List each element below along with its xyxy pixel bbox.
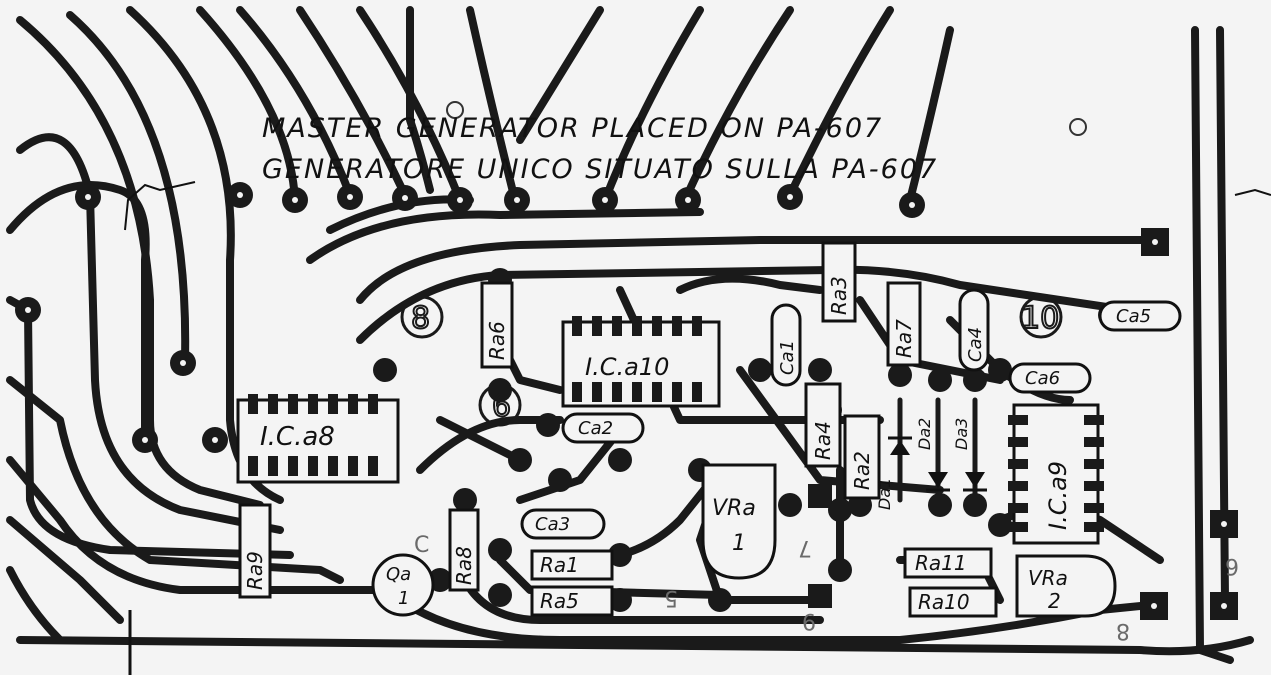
ic-a9-label: I.C.a9: [1044, 461, 1072, 530]
board-number-9: 9: [492, 386, 511, 421]
resistor-ra5: Ra5: [530, 585, 614, 617]
capacitor-ca4: Ca4: [958, 288, 990, 372]
ic-a9: I.C.a9: [1008, 403, 1104, 545]
svg-text:Ra10: Ra10: [918, 590, 970, 614]
svg-text:Ra1: Ra1: [540, 553, 579, 577]
title-line-english: MASTER GENERATOR PLACED ON PA-607: [262, 113, 883, 144]
diode-da2: Da2: [915, 397, 950, 503]
svg-text:6: 6: [1225, 553, 1239, 578]
svg-text:Ra5: Ra5: [540, 589, 579, 613]
diode-da1: Da1: [875, 397, 912, 510]
svg-text:Ra7: Ra7: [892, 319, 916, 358]
svg-text:2: 2: [1048, 589, 1061, 613]
svg-text:Ca4: Ca4: [965, 327, 986, 362]
ic-a10-label: I.C.a10: [585, 353, 669, 381]
svg-text:Ca3: Ca3: [535, 514, 570, 535]
svg-text:Ca5: Ca5: [1116, 306, 1151, 327]
svg-text:Da1: Da1: [875, 478, 894, 510]
resistor-ra3: Ra3: [821, 241, 857, 323]
board-numbers: 8 9 10: [400, 295, 1063, 427]
resistor-ra7: Ra7: [886, 281, 922, 367]
resistor-ra10: Ra10: [908, 586, 998, 618]
svg-text:Ra3: Ra3: [827, 276, 851, 315]
svg-text:5: 5: [664, 585, 678, 610]
board-number-8: 8: [411, 301, 430, 336]
svg-text:Ra2: Ra2: [850, 451, 874, 490]
capacitor-ca3: Ca3: [520, 508, 606, 540]
resistor-ra1: Ra1: [530, 549, 614, 581]
trace-group-left-fan: [6, 6, 954, 644]
capacitor-ca2: Ca2: [561, 412, 645, 444]
svg-text:Da3: Da3: [952, 418, 971, 450]
capacitor-ca6: Ca6: [1008, 362, 1092, 394]
svg-text:Ra6: Ra6: [485, 321, 509, 360]
svg-text:9: 9: [802, 608, 816, 633]
resistor-ra6: Ra6: [480, 281, 514, 369]
resistor-ra9: Ra9: [238, 503, 272, 599]
svg-text:Ca2: Ca2: [578, 418, 613, 439]
svg-text:Ra8: Ra8: [452, 546, 476, 585]
trimmer-vra1: VRa 1: [701, 463, 777, 580]
svg-text:8: 8: [1116, 618, 1130, 643]
ic-a10: I.C.a10: [561, 316, 721, 408]
svg-text:1: 1: [732, 531, 746, 556]
svg-text:Da2: Da2: [915, 418, 934, 450]
svg-text:7: 7: [798, 535, 812, 560]
ic-a8: I.C.a8: [236, 394, 400, 484]
resistor-ra4: Ra4: [804, 382, 842, 468]
resistor-ra8: Ra8: [448, 508, 480, 592]
board-number-10: 10: [1021, 301, 1059, 336]
resistor-ra2: Ra2: [843, 414, 881, 500]
capacitor-ca1: Ca1: [770, 303, 802, 387]
svg-text:Ca1: Ca1: [777, 340, 798, 375]
svg-text:VRa: VRa: [1028, 566, 1068, 590]
diode-da3: Da3: [952, 397, 987, 503]
trimmer-vra2: VRa 2: [1015, 554, 1117, 618]
transistor-qa1: Qa 1: [371, 553, 435, 617]
svg-text:Ca6: Ca6: [1025, 368, 1060, 389]
svg-text:Ra9: Ra9: [243, 551, 267, 590]
svg-text:VRa: VRa: [712, 496, 756, 521]
svg-text:Ra4: Ra4: [811, 421, 835, 460]
title-block: MASTER GENERATOR PLACED ON PA-607 GENERA…: [262, 113, 938, 185]
ghost-marks: 9 8 6 5 7 C: [414, 533, 1239, 643]
title-line-italian: GENERATORE UNICO SITUATO SULLA PA-607: [262, 154, 938, 185]
ic-a8-label: I.C.a8: [260, 422, 335, 452]
svg-text:Ra11: Ra11: [915, 551, 967, 575]
svg-text:1: 1: [398, 588, 409, 609]
resistor-ra11: Ra11: [903, 547, 993, 579]
capacitor-ca5: Ca5: [1098, 300, 1182, 332]
svg-text:Qa: Qa: [386, 564, 411, 585]
svg-text:C: C: [414, 533, 429, 558]
